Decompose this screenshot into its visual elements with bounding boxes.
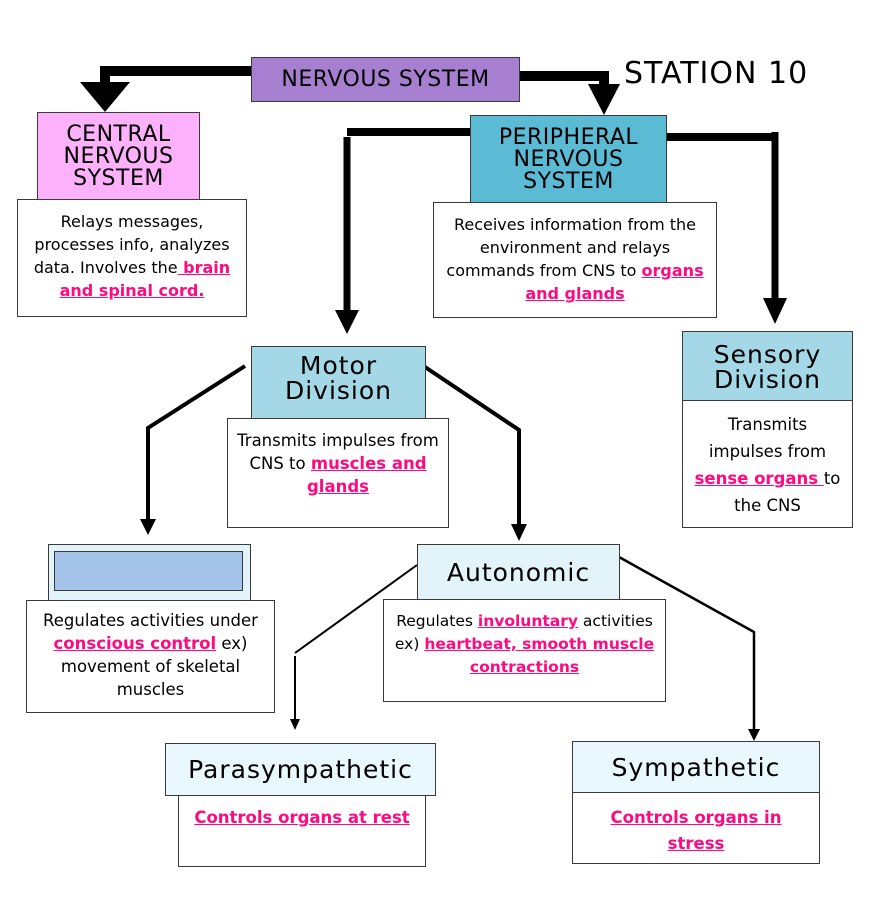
desc-highlight: heartbeat, smooth muscle contractions xyxy=(424,635,655,676)
desc-text: ex) movement of skeletal muscles xyxy=(60,634,248,699)
arrow-motor-to-somatic xyxy=(140,364,247,535)
node-motor-division[interactable]: Motor Division xyxy=(251,346,426,421)
node-title-line: SYSTEM xyxy=(73,165,164,191)
blank-answer-field[interactable] xyxy=(54,551,243,591)
arrow-peripheral-to-motor xyxy=(335,128,470,334)
sensory-description: Transmits impulses from sense organs to … xyxy=(682,400,853,528)
blank-division-description: Regulates activities under conscious con… xyxy=(26,600,275,713)
node-title: Parasympathetic xyxy=(188,755,413,784)
node-parasympathetic[interactable]: Parasympathetic xyxy=(165,743,436,796)
arrow-peripheral-to-sensory xyxy=(666,132,787,324)
desc-highlight: muscles and glands xyxy=(307,454,427,496)
node-title-line: Sensory xyxy=(713,339,822,369)
node-central-nervous-system[interactable]: CENTRAL NERVOUS SYSTEM xyxy=(37,112,200,201)
arrow-motor-to-autonomic xyxy=(423,365,527,541)
parasympathetic-description: Controls organs at rest xyxy=(178,795,426,867)
desc-highlight: conscious control xyxy=(53,634,217,653)
node-title-line: NERVOUS xyxy=(513,146,624,172)
desc-highlight: Controls organs in stress xyxy=(610,808,782,853)
node-title-line: Division xyxy=(713,364,822,394)
node-title-line: Motor xyxy=(299,351,378,380)
peripheral-description: Receives information from the environmen… xyxy=(433,202,717,318)
desc-text: Transmits impulses from CNS to xyxy=(237,431,439,473)
autonomic-description: Regulates involuntary activities ex) hea… xyxy=(383,599,666,702)
arrow-root-to-peripheral xyxy=(520,71,620,115)
node-nervous-system[interactable]: NERVOUS SYSTEM xyxy=(251,57,520,102)
node-title: NERVOUS SYSTEM xyxy=(281,66,490,92)
node-autonomic[interactable]: Autonomic xyxy=(417,544,620,601)
central-description: Relays messages, processes info, analyze… xyxy=(17,199,247,317)
desc-highlight: Controls organs at rest xyxy=(194,808,410,827)
node-title-line: NERVOUS xyxy=(63,143,174,169)
arrow-autonomic-to-sympathetic xyxy=(618,555,760,741)
desc-text: Transmits impulses from xyxy=(708,415,827,461)
node-blank-division[interactable] xyxy=(48,544,251,601)
node-sympathetic[interactable]: Sympathetic xyxy=(572,741,820,794)
desc-highlight: sense organs xyxy=(694,469,824,488)
sympathetic-description: Controls organs in stress xyxy=(572,792,820,864)
arrow-root-to-central xyxy=(80,66,251,112)
desc-highlight: involuntary xyxy=(477,612,578,630)
desc-text: to the CNS xyxy=(734,469,841,515)
node-peripheral-nervous-system[interactable]: PERIPHERAL NERVOUS SYSTEM xyxy=(470,115,667,204)
desc-text: Relays messages, processes info, analyze… xyxy=(33,212,230,277)
station-label: STATION 10 xyxy=(624,56,809,91)
node-sensory-division[interactable]: Sensory Division xyxy=(682,331,853,402)
desc-text: Receives information from the environmen… xyxy=(446,215,697,280)
desc-text: activities ex) xyxy=(394,612,653,653)
node-title-line: Division xyxy=(284,376,393,405)
desc-text: Regulates activities under xyxy=(43,611,258,630)
node-title-line: PERIPHERAL xyxy=(498,124,639,150)
desc-text: Regulates xyxy=(396,612,478,630)
motor-description: Transmits impulses from CNS to muscles a… xyxy=(227,418,449,528)
node-title: Sympathetic xyxy=(611,753,781,782)
desc-highlight: organs and glands xyxy=(525,261,704,303)
desc-highlight: brain and spinal cord. xyxy=(59,258,231,300)
node-title-line: CENTRAL xyxy=(66,121,171,147)
node-title: Autonomic xyxy=(446,558,591,587)
arrow-autonomic-to-parasympathetic xyxy=(290,564,418,730)
node-title-line: SYSTEM xyxy=(523,168,614,194)
